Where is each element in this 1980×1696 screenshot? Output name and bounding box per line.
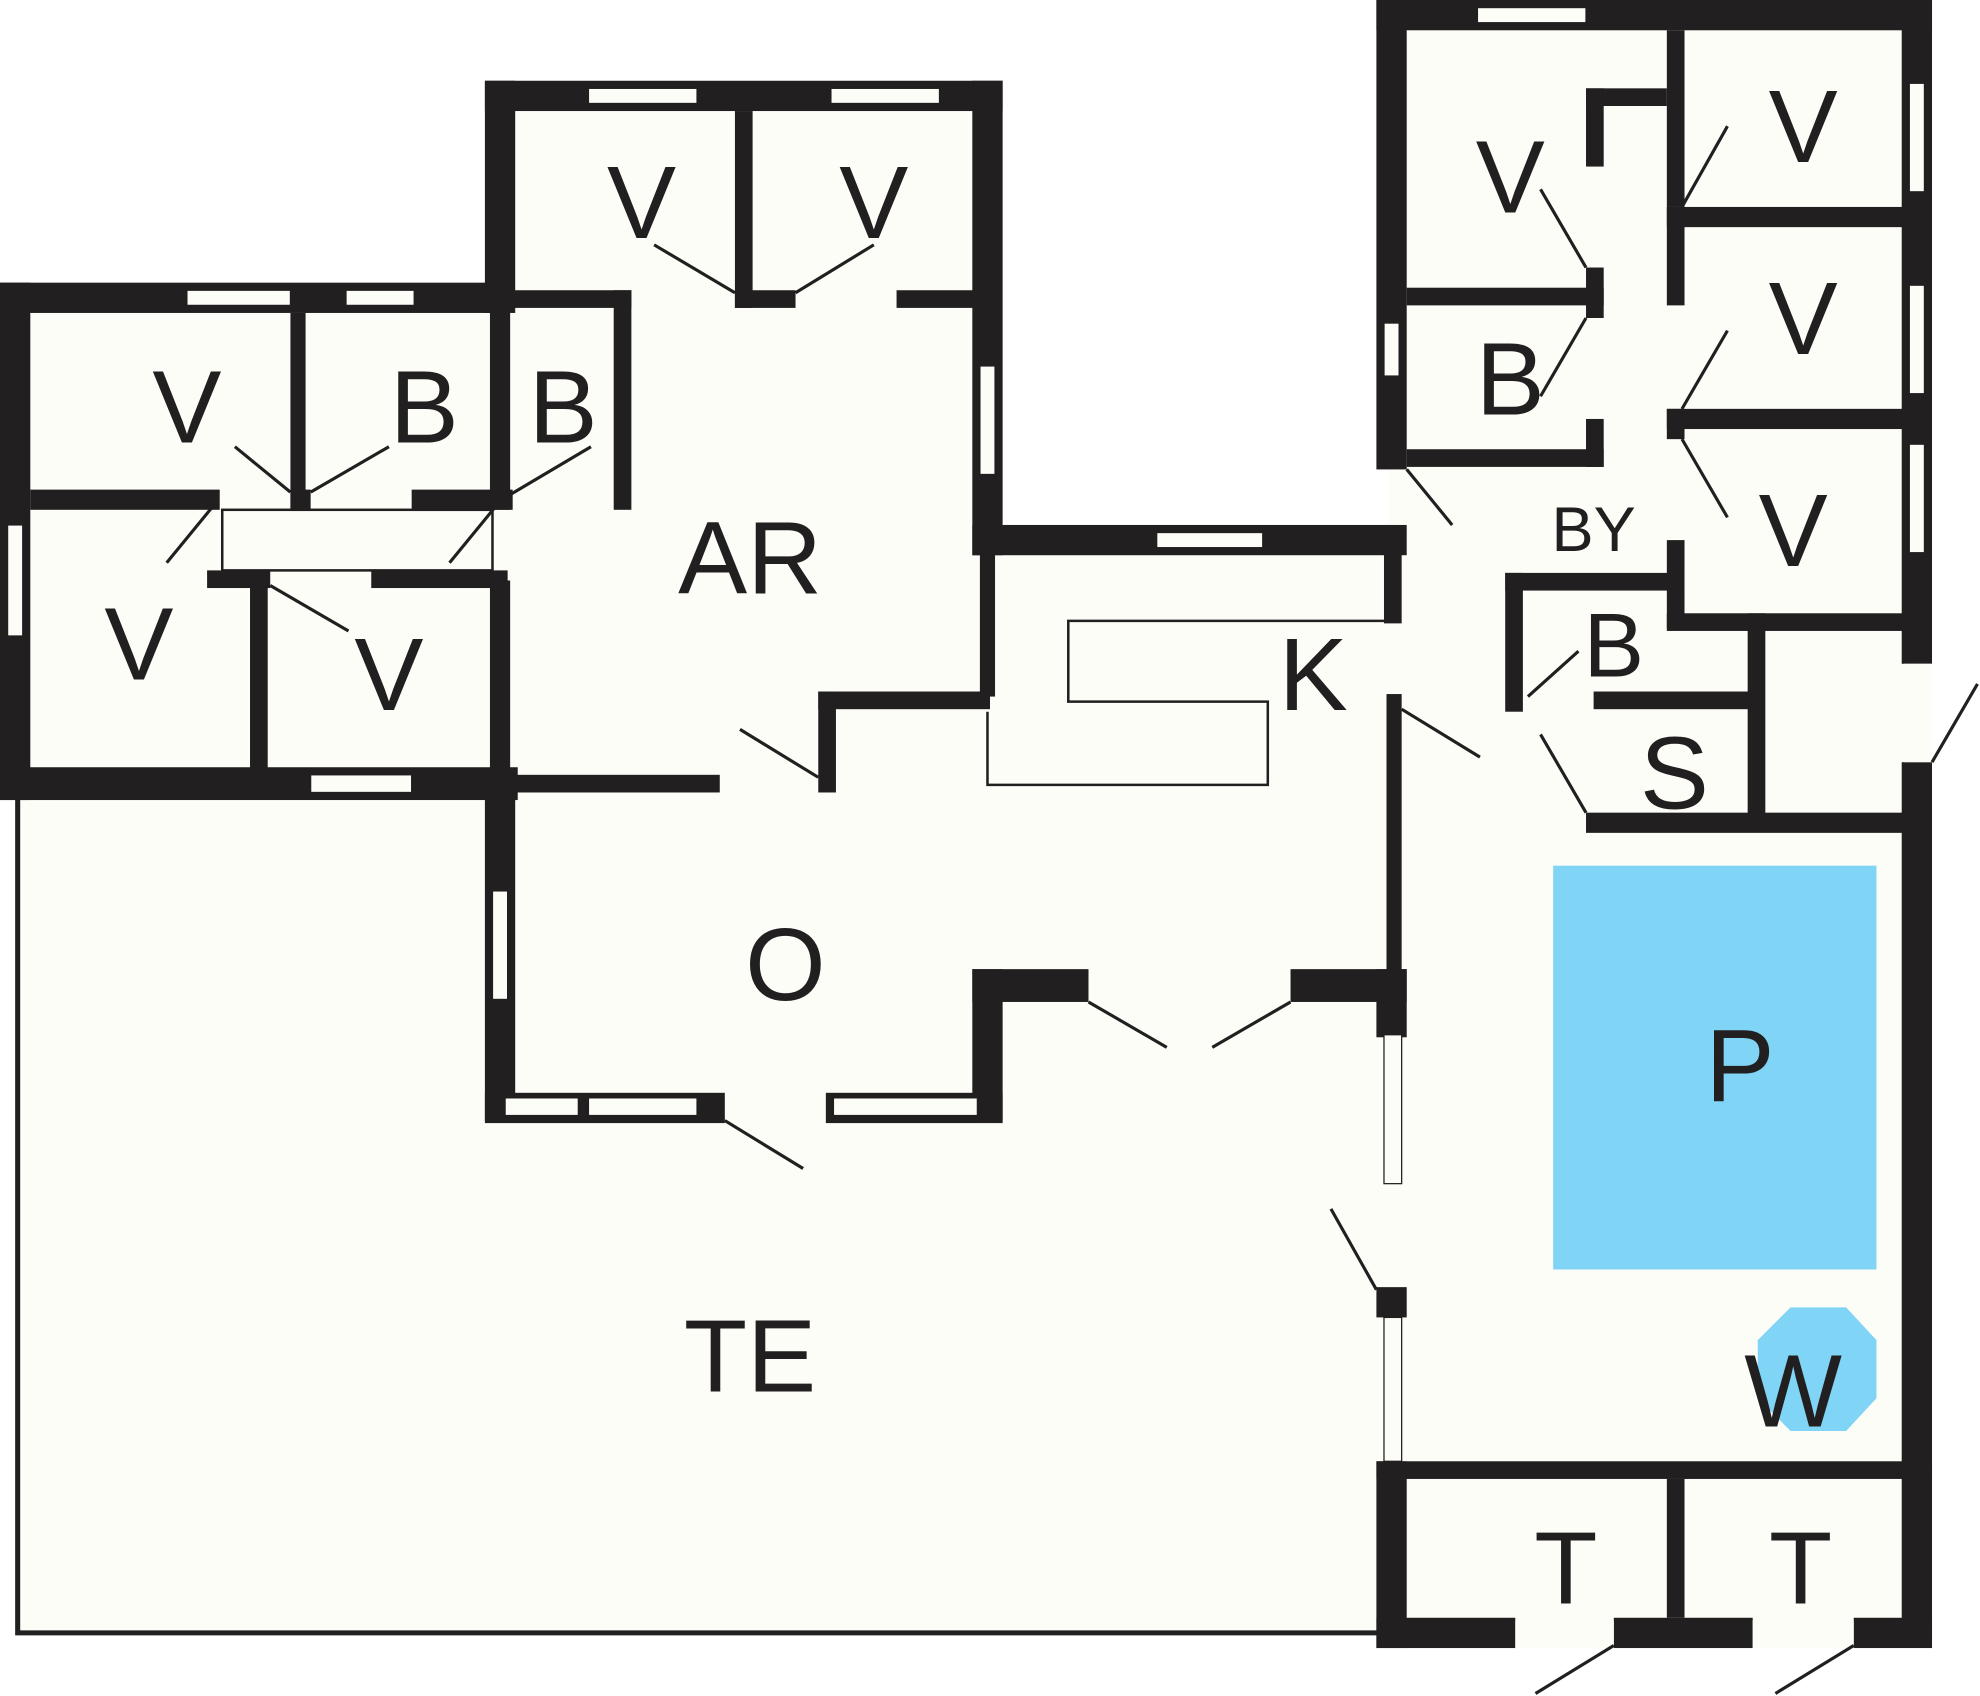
door-swing: [1774, 1644, 1855, 1695]
room-label-v-west-bottom-left: V: [104, 586, 173, 702]
room-label-o: O: [745, 906, 826, 1022]
door-swing: [1329, 1208, 1378, 1291]
door-swing: [794, 243, 875, 295]
room-label-b-east-small: B: [1583, 596, 1644, 697]
door-swing: [1405, 468, 1454, 526]
room-label-v-west-bottom-right: V: [354, 616, 423, 732]
door-swing: [1539, 733, 1588, 814]
door-swing: [1539, 188, 1588, 269]
door-swing: [653, 243, 736, 295]
window: [1908, 82, 1926, 193]
door-swing: [1539, 317, 1588, 398]
window: [345, 289, 415, 307]
window: [186, 289, 292, 307]
door-swing: [269, 584, 350, 633]
room-label-s: S: [1640, 714, 1709, 830]
kitchen-counter: [986, 619, 1390, 787]
window: [6, 524, 24, 637]
door-swing: [1680, 329, 1729, 410]
window: [587, 1097, 698, 1117]
room-label-b-east: B: [1476, 321, 1545, 437]
terrace-outline: [15, 792, 1382, 1636]
door-swing: [723, 1119, 804, 1170]
lounge-floor: [500, 782, 1397, 1111]
door-swing: [739, 728, 820, 779]
whirlpool: [1757, 1307, 1877, 1431]
door-swing: [1534, 1644, 1615, 1695]
walls: [0, 0, 1933, 1649]
window: [1156, 531, 1264, 549]
windows: [6, 6, 1926, 1462]
room-label-v-east-3: V: [1759, 472, 1828, 588]
door-swing: [1526, 649, 1580, 698]
pool: [1553, 865, 1877, 1270]
room-label-v-east-1: V: [1769, 68, 1838, 184]
window: [1383, 1316, 1403, 1462]
door-swing: [233, 445, 292, 494]
window: [1476, 6, 1587, 24]
window: [1383, 1034, 1403, 1185]
door-swing: [509, 445, 592, 497]
door-swing: [1680, 125, 1729, 208]
room-label-b-west-top: B: [390, 348, 459, 464]
door-swings: [165, 125, 1979, 1695]
door-swing: [448, 506, 497, 564]
window: [1908, 443, 1926, 554]
window: [587, 87, 698, 105]
door-swing: [1400, 707, 1481, 759]
room-label-t-left: T: [1534, 1509, 1597, 1625]
window: [832, 1097, 979, 1117]
room-label-by: BY: [1551, 495, 1635, 565]
room-label-w: W: [1744, 1333, 1842, 1449]
door-swing: [1930, 683, 1979, 763]
window: [1908, 284, 1926, 395]
room-label-v-east-left: V: [1476, 119, 1545, 235]
room-label-v-north-right: V: [839, 144, 908, 260]
window: [830, 87, 941, 105]
room-label-k: K: [1279, 616, 1348, 732]
room-labels: V B B V V V V AR K O TE V B BY V V V B S…: [104, 68, 1842, 1625]
room-label-p: P: [1706, 1007, 1775, 1123]
room-label-ar: AR: [678, 500, 822, 616]
window: [491, 890, 509, 1001]
door-swing: [1680, 438, 1729, 519]
corridor-outline: [220, 508, 494, 572]
room-label-te: TE: [684, 1297, 816, 1413]
door-swing: [165, 506, 214, 564]
window: [504, 1097, 579, 1117]
door-swing: [309, 445, 390, 494]
door-openings: [1515, 663, 1933, 1649]
room-label-v-west-top: V: [152, 348, 221, 464]
window: [310, 774, 413, 794]
door-swing: [1211, 1000, 1292, 1049]
window: [979, 365, 996, 476]
room-label-t-right: T: [1769, 1509, 1832, 1625]
room-label-v-north-left: V: [607, 144, 676, 260]
window: [1383, 322, 1400, 377]
door-swing: [1087, 1000, 1168, 1049]
room-label-v-east-2: V: [1769, 260, 1838, 376]
room-label-b-west-small: B: [529, 348, 598, 464]
